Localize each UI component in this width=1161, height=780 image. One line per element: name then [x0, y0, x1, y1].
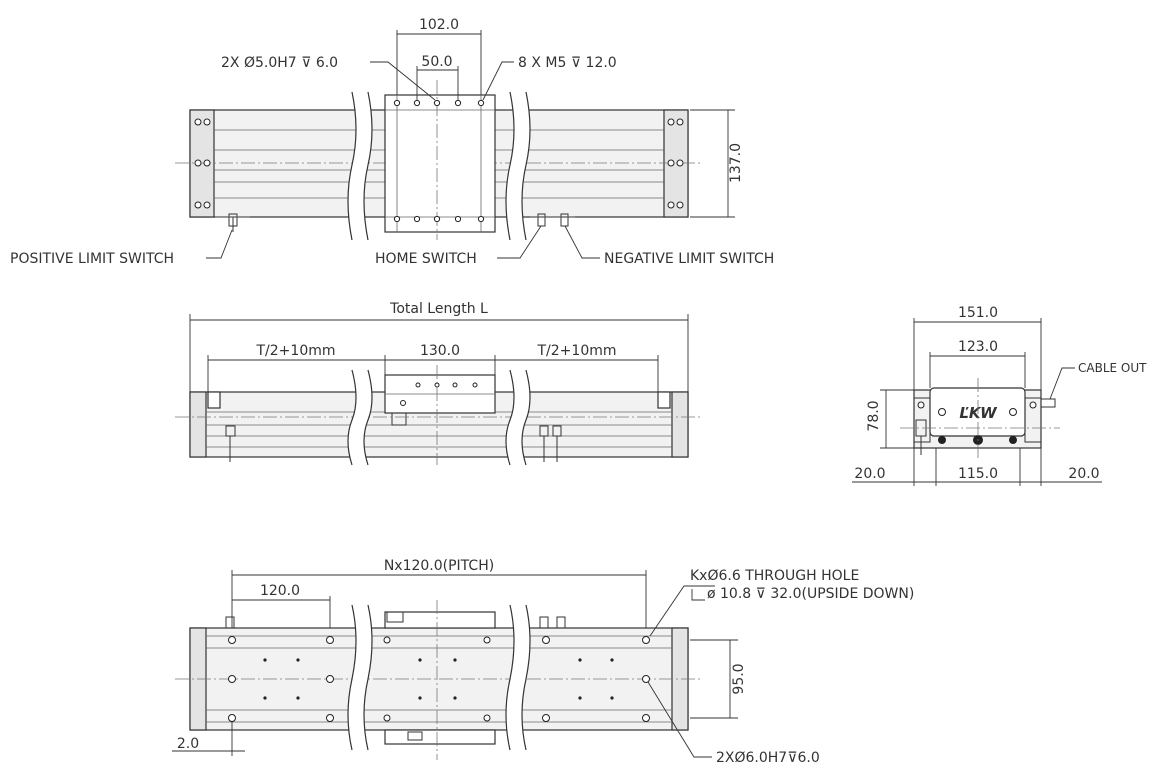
end-view: ĽKW 151.0 123.0 78.0 20.0 115.0 20.0 CAB… — [852, 305, 1147, 486]
dim-102-label: 102.0 — [419, 17, 459, 33]
tapped-hole-callout: 8 X M5 ⊽ 12.0 — [518, 55, 617, 71]
side-view: Total Length L T/2+10mm 130.0 T/2+10mm — [175, 301, 700, 466]
dim-20-right-label: 20.0 — [1068, 466, 1099, 482]
dim-115-label: 115.0 — [958, 466, 998, 482]
top-view-carriage — [384, 94, 496, 233]
dowel-pin-callout: 2X Ø5.0H7 ⊽ 6.0 — [221, 55, 338, 71]
bottom-dowel-callout: 2XØ6.0H7⊽6.0 — [716, 750, 820, 766]
dim-95-label: 95.0 — [731, 663, 747, 694]
dim-78-label: 78.0 — [866, 400, 882, 431]
carriage-length-label: 130.0 — [420, 343, 460, 359]
pitch-label: Nx120.0(PITCH) — [384, 558, 494, 574]
positive-limit-switch-label: POSITIVE LIMIT SWITCH — [10, 251, 174, 267]
brand-logo: ĽKW — [959, 404, 998, 422]
negative-limit-switch-label: NEGATIVE LIMIT SWITCH — [604, 251, 774, 267]
dim-123-label: 123.0 — [958, 339, 998, 355]
bottom-view: Nx120.0(PITCH) 120.0 KxØ6.6 THROUGH HOLE… — [172, 558, 914, 766]
dim-2-label: 2.0 — [177, 736, 199, 752]
dim-137-label: 137.0 — [728, 143, 744, 183]
dim-50-label: 50.0 — [421, 54, 452, 70]
total-length-label: Total Length L — [389, 301, 488, 317]
through-hole-callout: KxØ6.6 THROUGH HOLE — [690, 568, 859, 584]
travel-right-label: T/2+10mm — [537, 343, 617, 359]
dim-151-label: 151.0 — [958, 305, 998, 321]
home-switch-label: HOME SWITCH — [375, 251, 477, 267]
cable-out-label: CABLE OUT — [1078, 361, 1147, 375]
counterbore-callout: ø 10.8 ⊽ 32.0(UPSIDE DOWN) — [707, 586, 914, 602]
dim-120-label: 120.0 — [260, 583, 300, 599]
travel-left-label: T/2+10mm — [256, 343, 336, 359]
dim-20-left-label: 20.0 — [854, 466, 885, 482]
top-view: 102.0 50.0 2X Ø5.0H7 ⊽ 6.0 8 X M5 ⊽ 12.0… — [10, 17, 774, 267]
